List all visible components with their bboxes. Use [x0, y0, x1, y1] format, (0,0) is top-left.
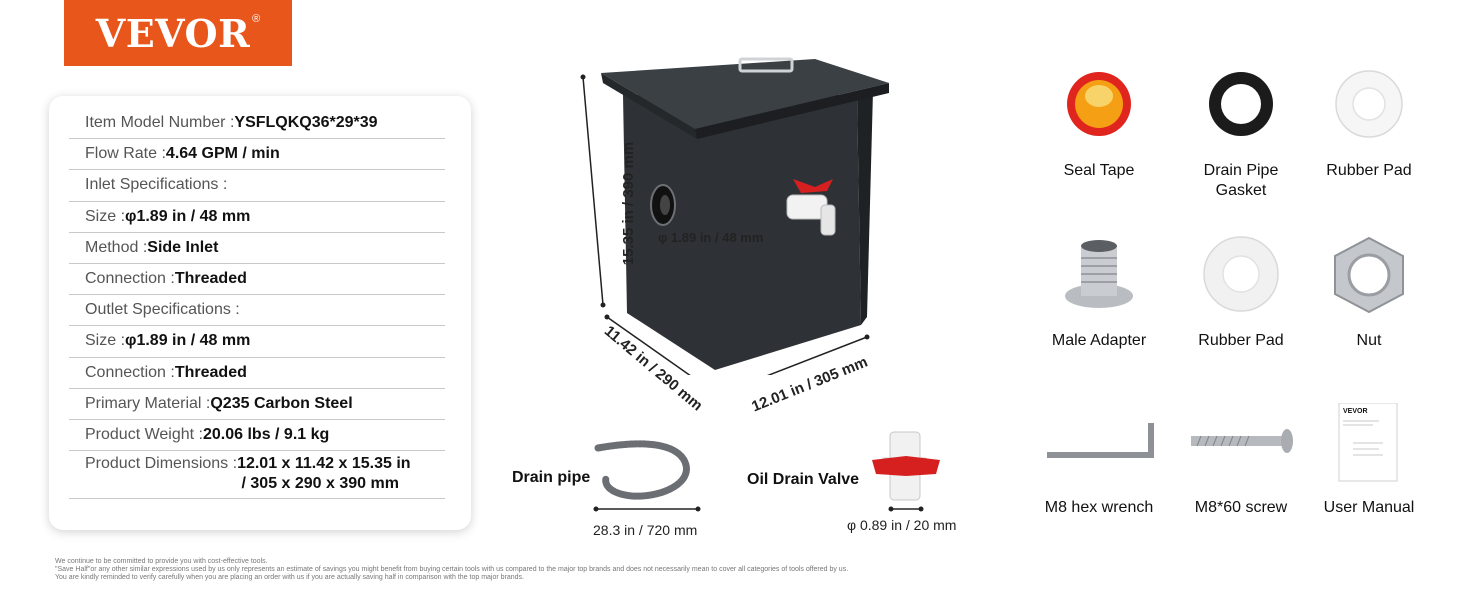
disclaimer-line: You are kindly reminded to verify carefu… — [55, 574, 524, 581]
spec-value: Threaded — [174, 269, 247, 287]
spec-value: 20.06 lbs / 9.1 kg — [202, 425, 330, 443]
spec-value: Side Inlet — [147, 238, 219, 256]
grease-trap-image — [580, 57, 889, 375]
spec-value: Q235 Carbon Steel — [210, 394, 353, 412]
part-label: Rubber Pad — [1326, 162, 1412, 179]
oil-valve-dimension-line — [888, 506, 924, 512]
spec-value: YSFLQKQ36*29*39 — [234, 114, 378, 131]
disclaimer: We continue to be committed to provide y… — [55, 558, 1035, 582]
logo-text: VEVOR — [95, 10, 251, 56]
spec-row-inlet-method: Method : Side Inlet — [69, 233, 445, 264]
spec-value: 12.01 x 11.42 x 15.35 in / 305 x 290 x 3… — [237, 455, 411, 493]
lid-handle — [738, 57, 794, 73]
spec-value: 4.64 GPM / min — [165, 145, 280, 163]
box-lid — [601, 59, 889, 129]
spec-label: Connection : — [85, 363, 175, 381]
height-dimension-line — [582, 76, 604, 306]
part-hex-wrench: M8 hex wrench — [1034, 403, 1164, 518]
oil-valve-dimension: φ 0.89 in / 20 mm — [847, 517, 957, 533]
spec-label: Item Model Number : — [85, 114, 235, 131]
part-nut: Nut — [1304, 236, 1434, 351]
spec-label: Size : — [85, 207, 126, 225]
depth-dimension-line — [606, 316, 691, 375]
part-label: Rubber Pad — [1198, 332, 1284, 349]
spec-label: Inlet Specifications : — [85, 176, 228, 194]
rubber-pad-icon — [1335, 70, 1403, 138]
seal-tape-icon — [1067, 72, 1131, 136]
disclaimer-line: We continue to be committed to provide y… — [55, 558, 268, 565]
box-front — [623, 95, 861, 370]
drain-pipe-dimension-line — [593, 506, 701, 512]
spec-list: Item Model Number : YSFLQKQ36*29*39 Flow… — [69, 108, 445, 500]
manual-brand: VEVOR — [1343, 408, 1368, 415]
drain-pipe-label: Drain pipe — [512, 469, 591, 486]
vevor-logo: VEVOR® — [64, 0, 292, 66]
part-label: Drain Pipe Gasket — [1203, 162, 1279, 199]
spec-label: Flow Rate : — [85, 145, 166, 163]
inlet-diameter-label: φ 1.89 in / 48 mm — [658, 230, 764, 245]
part-label: M8*60 screw — [1194, 499, 1288, 516]
screw-icon — [1191, 429, 1293, 453]
oil-drain-valve-icon — [872, 431, 940, 501]
box-right-face — [857, 91, 873, 325]
part-label: Seal Tape — [1063, 162, 1135, 179]
spec-value: φ1.89 in / 48 mm — [125, 332, 251, 350]
spec-value: φ1.89 in / 48 mm — [125, 207, 251, 225]
hex-wrench-icon — [1047, 423, 1154, 458]
spec-label: Method : — [85, 238, 148, 256]
manual-icon: VEVOR — [1338, 402, 1398, 482]
spec-label: Outlet Specifications : — [85, 301, 240, 319]
part-label: User Manual — [1323, 499, 1415, 516]
logo-registered-mark: ® — [252, 13, 261, 25]
part-label: M8 hex wrench — [1044, 499, 1154, 516]
spec-label: Product Weight : — [85, 425, 203, 443]
part-drain-pipe-gasket: Drain Pipe Gasket — [1176, 66, 1306, 201]
male-adapter-icon — [1065, 240, 1133, 308]
spec-row-inlet-connection: Connection :Threaded — [69, 264, 445, 296]
spec-row-outlet-heading: Outlet Specifications : — [69, 295, 445, 327]
rubber-pad-icon — [1203, 236, 1279, 312]
part-rubber-pad: Rubber Pad — [1304, 66, 1434, 181]
spec-row-model: Item Model Number : YSFLQKQ36*29*39 — [69, 108, 445, 140]
spec-row-weight: Product Weight :20.06 lbs / 9.1 kg — [69, 420, 445, 452]
part-label: Male Adapter — [1051, 332, 1147, 349]
part-user-manual: VEVOR User Manual — [1304, 402, 1434, 518]
drain-pipe-icon — [594, 440, 690, 500]
spec-row-inlet-size: Size : φ1.89 in / 48 mm — [69, 202, 445, 233]
spec-label: Connection : — [85, 269, 175, 287]
spec-row-outlet-connection: Connection : Threaded — [69, 358, 445, 389]
outlet-valve-handle — [793, 179, 833, 193]
spec-label: Size : — [85, 332, 126, 350]
specifications-card: Item Model Number : YSFLQKQ36*29*39 Flow… — [49, 96, 471, 530]
width-dimension-line — [767, 336, 868, 375]
drain-pipe-dimension: 28.3 in / 720 mm — [593, 522, 698, 538]
part-male-adapter: Male Adapter — [1034, 236, 1164, 351]
spec-row-outlet-size: Size : φ1.89 in / 48 mm — [69, 326, 445, 358]
oil-drain-valve-label: Oil Drain Valve — [747, 471, 860, 488]
gasket-icon — [1209, 72, 1273, 136]
height-dimension-label: 15.35 in / 390 mm — [620, 141, 638, 266]
spec-value: Threaded — [174, 363, 247, 381]
disclaimer-line: "Save Half"or any other similar expressi… — [55, 566, 849, 573]
part-rubber-pad-2: Rubber Pad — [1176, 236, 1306, 351]
part-seal-tape: Seal Tape — [1034, 66, 1164, 181]
spec-label: Primary Material : — [85, 394, 211, 412]
hex-nut-icon — [1334, 236, 1404, 314]
spec-row-material: Primary Material :Q235 Carbon Steel — [69, 389, 445, 420]
part-screw: M8*60 screw — [1176, 403, 1306, 518]
spec-label: Product Dimensions : — [85, 455, 238, 473]
part-label: Nut — [1356, 332, 1382, 349]
spec-row-dimensions: Product Dimensions :12.01 x 11.42 x 15.3… — [69, 451, 445, 500]
spec-row-inlet-heading: Inlet Specifications : — [69, 170, 445, 202]
spec-row-flow-rate: Flow Rate : 4.64 GPM / min — [69, 139, 445, 171]
